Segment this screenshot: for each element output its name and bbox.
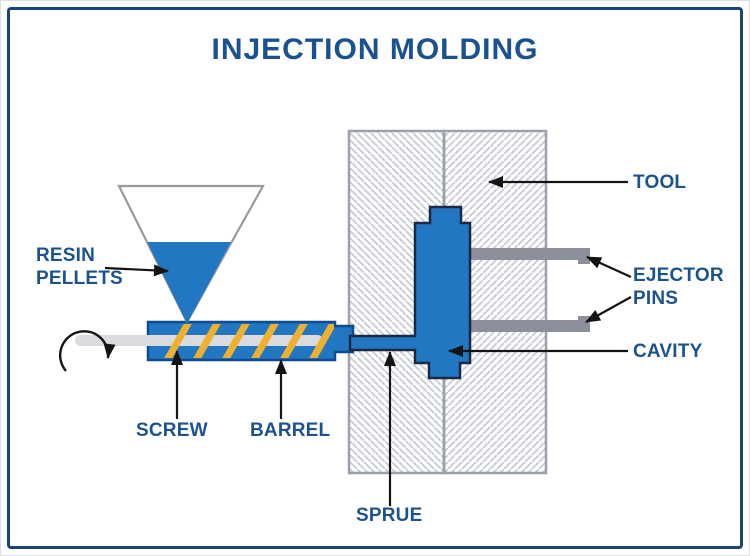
label-sprue: SPRUE <box>356 505 423 526</box>
ejector-pin-upper <box>468 248 590 264</box>
label-tool: TOOL <box>633 172 687 193</box>
label-resin-pellets: RESIN PELLETS <box>36 245 123 289</box>
ejector-pin-upper-arrow <box>586 255 632 279</box>
label-cavity: CAVITY <box>633 341 703 362</box>
ejector-pin-lower-arrow <box>585 296 632 323</box>
tool-block <box>347 129 548 475</box>
hopper-resin-fill <box>147 242 231 324</box>
label-screw: SCREW <box>136 420 208 441</box>
screw-rotation-arrow <box>58 330 116 372</box>
label-barrel: BARREL <box>250 420 331 441</box>
ejector-pins <box>468 248 590 332</box>
ejector-pin-lower <box>468 316 590 332</box>
hopper <box>117 184 265 325</box>
resin-pellets-arrow <box>104 264 169 277</box>
screw-flights <box>164 324 334 358</box>
label-ejector-pins: EJECTOR PINS <box>633 265 724 309</box>
cavity-and-sprue-shape <box>348 205 472 380</box>
screw-shaft <box>75 335 323 346</box>
annotation-arrows <box>58 176 632 506</box>
diagram-title: INJECTION MOLDING <box>211 33 539 66</box>
